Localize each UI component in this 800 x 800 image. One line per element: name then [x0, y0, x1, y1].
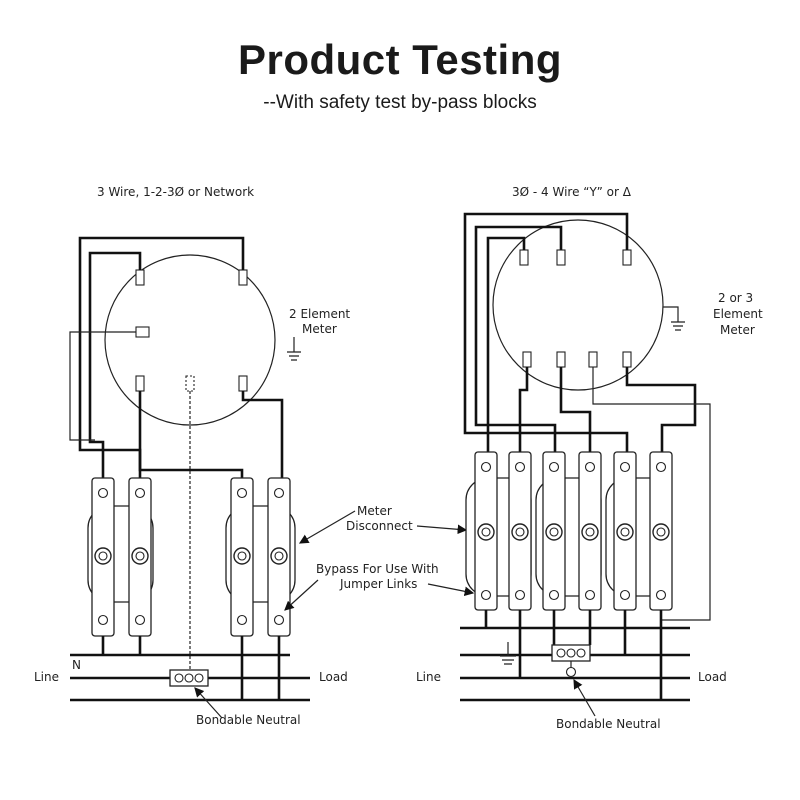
- left-n-bus: [70, 636, 290, 657]
- right-potential-lead: [592, 367, 711, 621]
- left-meter-neutral-terminal: [185, 375, 195, 392]
- right-bus: [460, 610, 690, 630]
- callout-bypass: Bypass For Use With: [316, 562, 439, 576]
- right-wire: [463, 212, 629, 462]
- right-disconnect-screws: [477, 523, 670, 541]
- callout-disconnect: Meter: [357, 504, 392, 518]
- right-load-label: Load: [698, 670, 727, 684]
- left-wire: [241, 391, 284, 482]
- page-title: Product Testing: [237, 36, 563, 83]
- left-wire: [88, 251, 142, 482]
- right-bypass-screws: [480, 589, 667, 601]
- neutral-screw: [184, 673, 194, 683]
- left-diagram: 3 Wire, 1-2-3Ø or Network 2 Element Mete…: [34, 185, 350, 727]
- right-meter-label: Meter: [720, 323, 755, 337]
- right-meter-terminal: [588, 351, 598, 368]
- left-potential-lead: [69, 331, 136, 441]
- right-meter-terminal: [556, 351, 566, 368]
- neutral-screw: [194, 673, 204, 683]
- right-meter-terminal: [556, 249, 566, 266]
- right-bus: [460, 610, 690, 680]
- left-n-label: N: [72, 658, 81, 672]
- right-neutral-label: Bondable Neutral: [556, 717, 661, 731]
- neutral-screw: [576, 648, 586, 658]
- neutral-screw: [174, 673, 184, 683]
- right-bus: [460, 610, 690, 702]
- right-meter-circle: [492, 219, 664, 391]
- left-meter-terminal: [135, 269, 145, 286]
- right-wire: [518, 367, 529, 462]
- left-top-screws: [97, 487, 285, 499]
- right-ground-icon: [663, 306, 685, 331]
- left-meter-terminal: [135, 375, 145, 392]
- neutral-screw: [556, 648, 566, 658]
- left-meter-label: 2 Element: [289, 307, 350, 321]
- left-disconnect-screws: [94, 547, 288, 565]
- left-meter-terminal: [238, 269, 248, 286]
- callout-disconnect: Disconnect: [346, 519, 413, 533]
- right-diagram: 3Ø - 4 Wire “Y” or Δ 2 or 3 Element Mete…: [416, 185, 763, 731]
- right-neutral-lug: [565, 666, 577, 678]
- right-bus: [460, 610, 690, 657]
- neutral-screw: [566, 648, 576, 658]
- right-meter-terminal: [519, 249, 529, 266]
- right-ground-icon: [500, 642, 516, 665]
- right-wire: [625, 367, 697, 462]
- callouts: Meter Disconnect Bypass For Use With Jum…: [284, 504, 475, 611]
- left-meter-circle: [104, 254, 276, 426]
- left-neutral-label: Bondable Neutral: [196, 713, 301, 727]
- right-heading: 3Ø - 4 Wire “Y” or Δ: [512, 185, 632, 199]
- right-meter-terminal: [622, 351, 632, 368]
- left-meter-terminal: [238, 375, 248, 392]
- right-meter-terminal: [522, 351, 532, 368]
- left-ground-icon: [287, 337, 301, 361]
- left-wire: [138, 391, 244, 482]
- right-line-label: Line: [416, 670, 441, 684]
- disconnect-arrow-right: [416, 524, 468, 535]
- left-neutral-arrow: [194, 687, 223, 719]
- disconnect-arrow-left: [298, 510, 356, 544]
- left-load-bus: [70, 636, 310, 702]
- right-wire: [486, 236, 526, 462]
- page-subtitle: --With safety test by-pass blocks: [263, 92, 537, 113]
- left-meter-label: Meter: [302, 322, 337, 336]
- left-wire: [78, 236, 245, 482]
- callout-bypass: Jumper Links: [339, 577, 417, 591]
- right-wire: [474, 225, 563, 462]
- bypass-arrow-left: [284, 579, 319, 611]
- right-top-screws: [480, 461, 667, 473]
- left-bypass-screws: [97, 614, 285, 626]
- right-wire: [559, 367, 592, 462]
- bypass-arrow-right: [427, 583, 475, 597]
- right-meter-label: 2 or 3: [718, 291, 753, 305]
- right-meter-label: Element: [713, 307, 763, 321]
- right-meter-terminal: [622, 249, 632, 266]
- left-meter-terminal: [135, 326, 150, 338]
- right-neutral-arrow: [573, 678, 596, 717]
- left-heading: 3 Wire, 1-2-3Ø or Network: [97, 185, 254, 199]
- left-load-label: Load: [319, 670, 348, 684]
- left-line-label: Line: [34, 670, 59, 684]
